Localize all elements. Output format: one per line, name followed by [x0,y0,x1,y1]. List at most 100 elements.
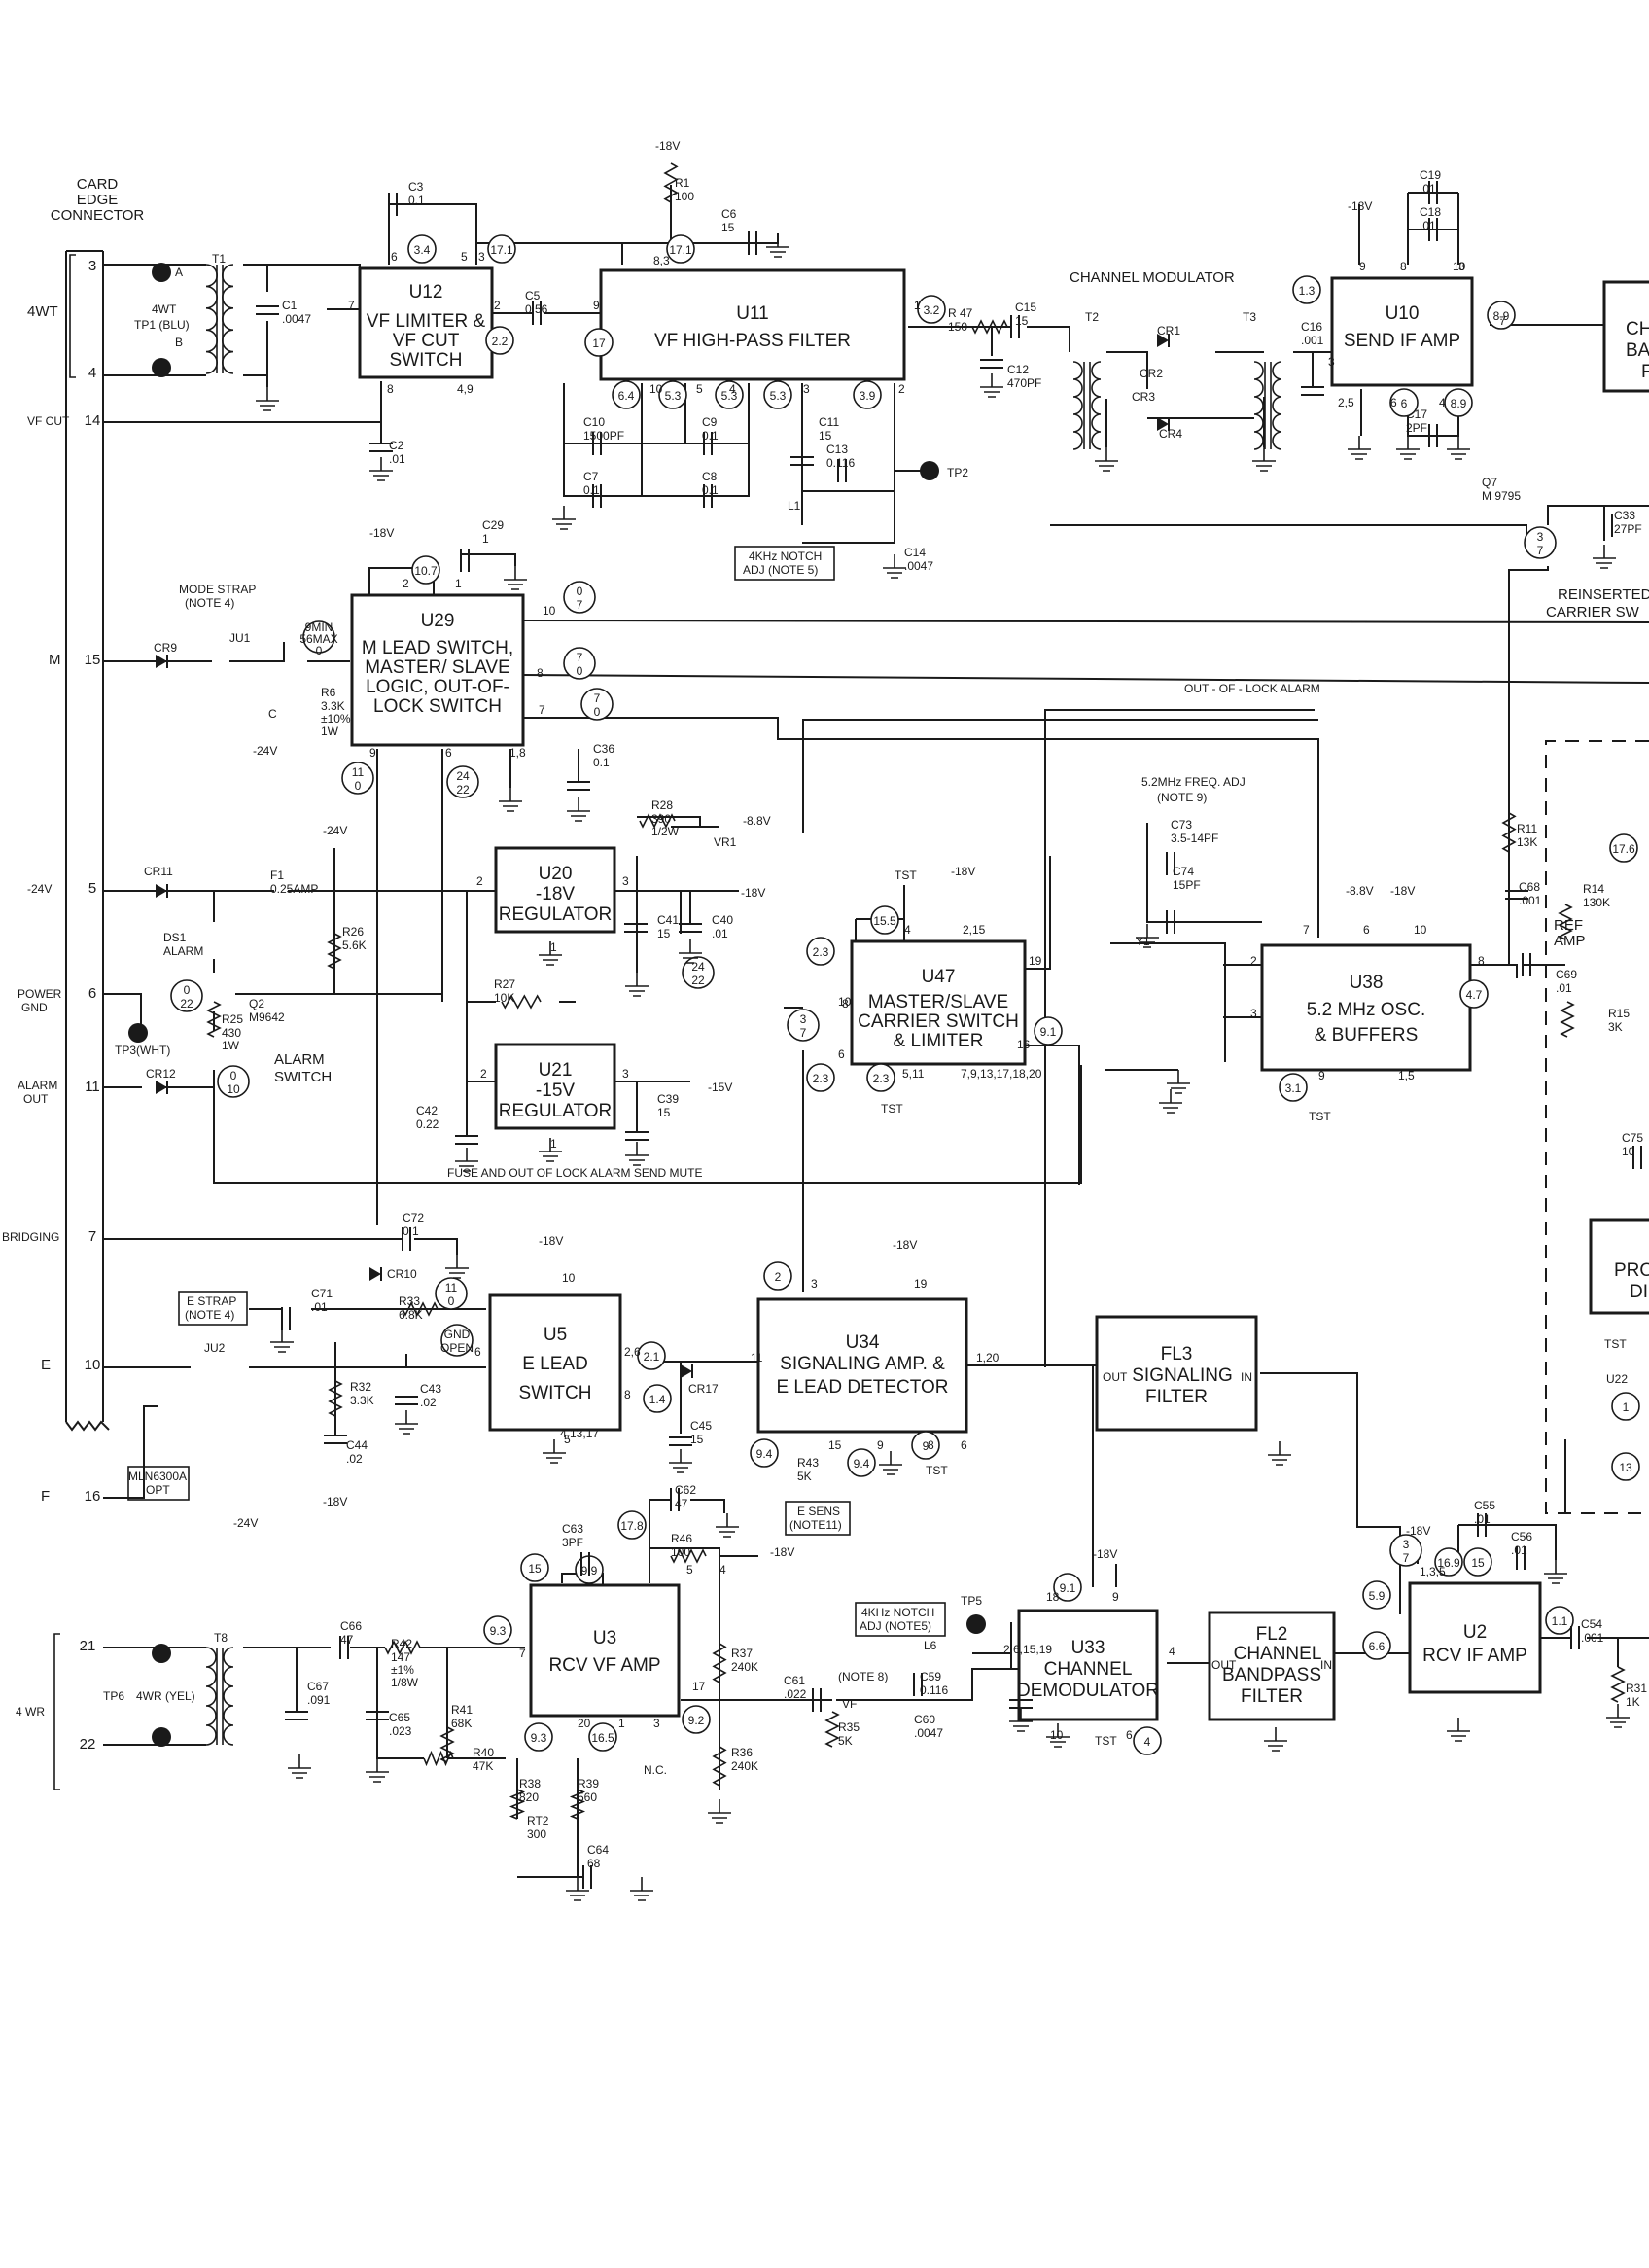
supply-label: TST [1309,1110,1331,1123]
voltage-callout: 110 [435,1277,468,1310]
component-c5: C50.56 [525,289,548,316]
block-pin-number: 9 [593,299,600,312]
block-pin-number: 4,13,17 [560,1427,599,1440]
component-c61: C61.022 [784,1674,807,1701]
block-u3 [529,1583,681,1718]
pin-label-24v: -24V [27,882,52,896]
voltage-callout: 1 [1611,1392,1640,1421]
fl2-out: OUT [1211,1658,1237,1672]
component-ref: C44 [346,1438,368,1452]
voltage-callout: 9.4 [847,1448,876,1477]
block-fl2 [1208,1611,1336,1721]
test-point-label: A [175,266,183,279]
callout-value: 1.4 [649,1393,666,1406]
component-c9: C90.1 [702,415,719,443]
resistor-symbol [670,1548,707,1564]
capacitor-symbol [1505,890,1528,900]
component-ref: C15 [1015,301,1036,314]
pin-label-e: E [41,1357,51,1373]
mln-1: MLN6300A [128,1470,187,1483]
supply-label: TST [881,1102,903,1116]
supply-label: -18V [539,1234,563,1248]
pin-label-4wr: 4 WR [16,1705,45,1719]
component-ref: C74 [1173,865,1194,878]
ground-symbol [366,1758,389,1783]
callout-value: 8.9 [1493,309,1510,323]
ch-line1: BAN [1626,340,1649,361]
notch2-2: ADJ (NOTE5) [860,1619,931,1633]
block-pin-number: 17 [692,1680,706,1693]
u33-line2: DEMODULATOR [1017,1681,1159,1701]
voltage-callout: 9 [911,1431,940,1460]
component-value: 0.116 [826,456,855,470]
ground-symbol [270,1329,294,1353]
supply-label: -8.8V [1346,884,1374,898]
ground-symbol [1396,436,1420,460]
component-value: .0047 [914,1726,943,1740]
capacitor-symbol [388,193,398,216]
voltage-callout: 5.3 [658,380,687,409]
callout-value: 10.7 [414,564,438,578]
component-value: 15 [657,1106,671,1119]
component-ref: C7 [583,470,599,483]
block-pin-number: 7 [1499,314,1506,328]
pin-label-m: M [49,652,61,668]
component-c69: C69.01 [1556,968,1577,995]
pin-11: 11 [85,1079,100,1095]
component-r6: R63.3K±10%1W [321,686,351,738]
resistor-symbol [712,1643,727,1683]
e-strap-1: E STRAP [187,1294,236,1308]
supply-label: N.C. [644,1763,667,1777]
component-ref: R37 [731,1647,753,1660]
callout-value: 2.3 [813,1072,829,1085]
callout-value: 9.4 [756,1447,773,1461]
component-value: 100 [675,190,694,203]
component-c8: C80.1 [702,470,719,497]
component-ref: R15 [1608,1007,1630,1020]
pro-line0: PRO [1614,1260,1649,1281]
block-pin-number: 10 [649,382,663,396]
component-value: 470PF [1007,376,1041,390]
component-ref: R39 [578,1777,599,1790]
voltage-callout: 37 [1389,1534,1422,1567]
component-ref: C73 [1171,818,1192,832]
callout-value: 6.6 [1369,1640,1386,1653]
block-pin-number: 1,8 [509,746,526,760]
voltage-callout: 4.7 [1459,979,1489,1009]
component-value: .022 [784,1687,807,1701]
ref-amp-2: AMP [1554,933,1586,949]
callout-value: 4 [1144,1735,1151,1749]
component-ref: R26 [342,925,364,939]
diode-symbol [681,1364,693,1378]
reinserted-2: CARRIER SW [1546,604,1640,620]
capacitor-symbol [703,432,713,455]
block-u2 [1408,1581,1542,1694]
voltage-callout: 9.2 [682,1705,711,1734]
ground-symbol [980,373,1003,398]
capacitor-symbol [669,1436,692,1446]
notch1-2: ADJ (NOTE 5) [743,563,818,577]
component-value: 0.1 [702,483,719,497]
block-u47 [850,939,1027,1066]
block-pin-number: 7 [1303,923,1310,937]
supply-label: -18V [1390,884,1415,898]
voltage-callout: 70 [563,647,596,680]
fl2-in: IN [1320,1658,1332,1672]
component-value: ALARM [163,944,203,958]
component-c67: C67.091 [307,1680,331,1707]
component-ref: C41 [657,913,679,927]
capacitor-symbol [324,1435,347,1444]
u34-line1: SIGNALING AMP. & [780,1354,945,1374]
component-ref: T2 [1085,310,1099,324]
test-point-label: B [175,336,183,349]
component-value: 1W [222,1039,240,1052]
block-pin-number: 8 [537,666,544,680]
fl3-line1: SIGNALING [1132,1365,1232,1386]
component-value: 5.6K [342,939,367,952]
component-value: 240K [731,1759,758,1773]
